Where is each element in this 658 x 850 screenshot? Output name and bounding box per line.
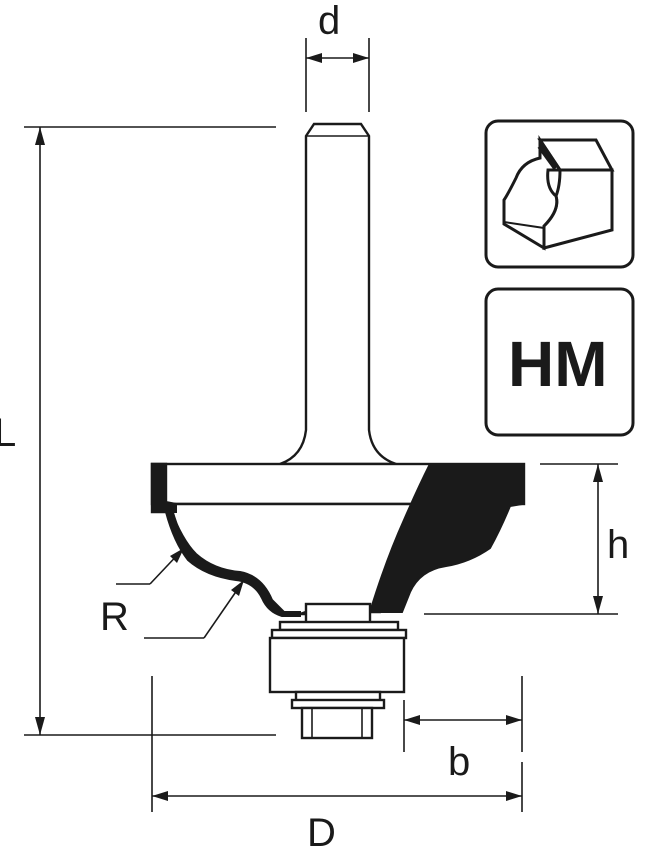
dimension-d: d	[305, 0, 370, 112]
label-R: R	[100, 595, 129, 639]
shank	[279, 122, 397, 466]
nut	[300, 706, 374, 740]
label-d: d	[318, 0, 340, 43]
label-b: b	[448, 740, 470, 784]
hm-badge-text: HM	[508, 328, 608, 400]
washer-top	[278, 620, 400, 632]
left-ogee-edge	[164, 506, 301, 617]
dimension-h: h	[424, 463, 629, 615]
dimension-b: b	[403, 676, 523, 784]
label-D: D	[307, 811, 336, 850]
lower-washer-2	[290, 698, 386, 710]
profile-cut-icon	[484, 119, 635, 269]
dimension-L: L	[0, 126, 276, 736]
label-L: L	[0, 411, 16, 455]
washer-bottom	[270, 628, 408, 640]
router-bit	[150, 122, 526, 740]
label-h: h	[607, 523, 629, 567]
dimension-R: R	[100, 547, 245, 639]
dimension-D: D	[151, 676, 523, 850]
carbide-tip	[368, 463, 523, 613]
hm-badge: HM	[484, 287, 635, 437]
left-notch	[151, 463, 177, 513]
bearing	[268, 636, 406, 694]
